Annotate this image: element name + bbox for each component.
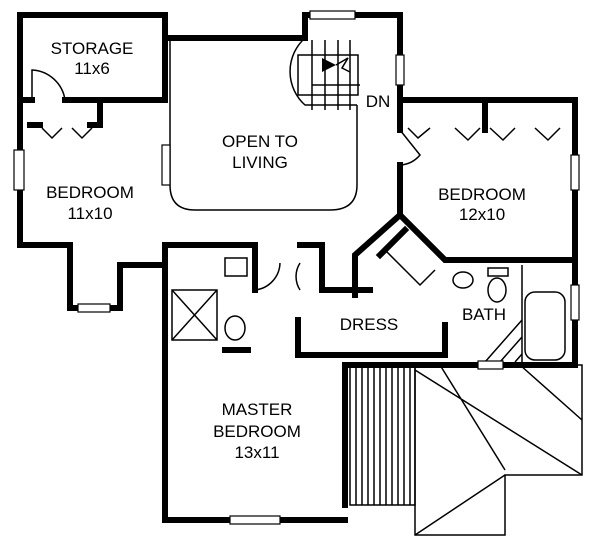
bath-label: BATH bbox=[462, 305, 506, 324]
storage-name: STORAGE bbox=[51, 39, 134, 58]
bedroom-left-size: 11x10 bbox=[67, 204, 112, 223]
windows bbox=[13, 10, 580, 525]
master-size: 13x11 bbox=[234, 443, 279, 462]
room-labels: STORAGE 11x6 OPEN TO LIVING DN BEDROOM 1… bbox=[46, 39, 526, 462]
bedroom-right-name: BEDROOM bbox=[438, 185, 526, 204]
dress-label: DRESS bbox=[340, 315, 399, 334]
open-label-1: OPEN TO bbox=[222, 132, 298, 151]
stairs-dn-label: DN bbox=[366, 92, 391, 111]
open-label-2: LIVING bbox=[232, 153, 288, 172]
master-label-1: MASTER bbox=[222, 400, 293, 419]
storage-size: 11x6 bbox=[74, 59, 110, 78]
master-label-2: BEDROOM bbox=[213, 422, 301, 441]
bedroom-right-size: 12x10 bbox=[459, 205, 505, 224]
bedroom-left-name: BEDROOM bbox=[46, 183, 134, 202]
details bbox=[31, 37, 583, 536]
